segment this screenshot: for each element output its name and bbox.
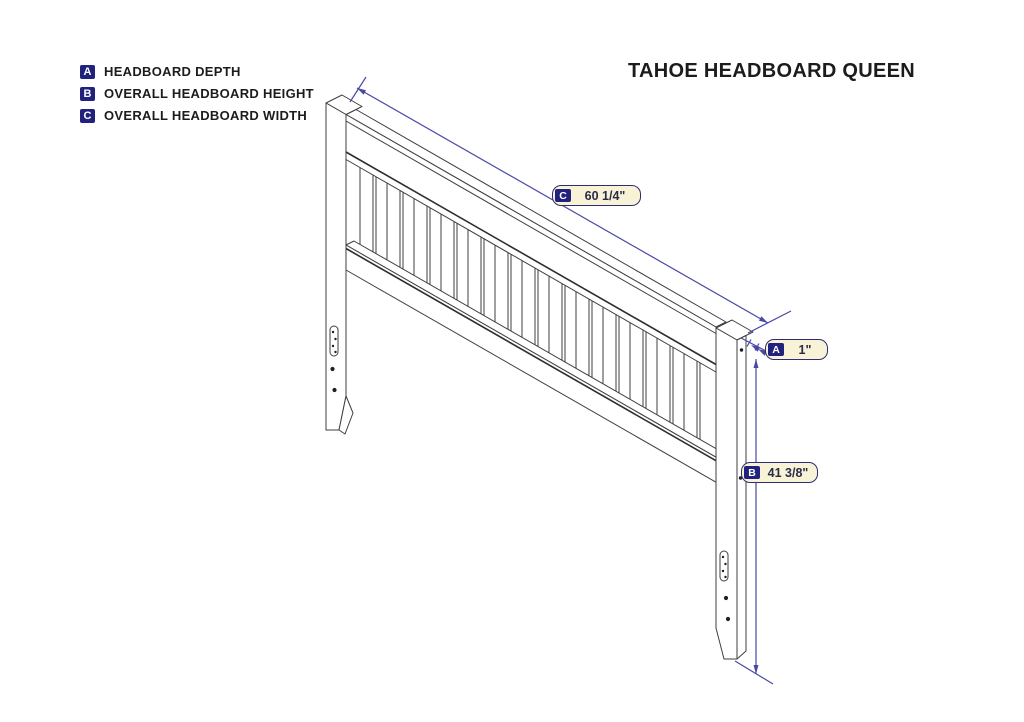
left-post-keyhole-slot — [329, 325, 339, 357]
right-post-side-hole-top — [739, 348, 744, 352]
dimension-label-c: C 60 1/4" — [552, 185, 641, 206]
dim-b-arrow-top — [753, 359, 759, 368]
legend-label-a: HEADBOARD DEPTH — [104, 64, 241, 79]
dim-badge-b: B — [744, 466, 760, 479]
dimension-b-height — [734, 359, 774, 685]
legend-item-b: B OVERALL HEADBOARD HEIGHT — [80, 86, 314, 101]
dimension-label-b: B 41 3/8" — [741, 462, 818, 483]
bottom-rail-shadow-line — [345, 247, 717, 462]
left-post-hole-upper — [330, 366, 335, 372]
dim-a-chevron-2 — [758, 349, 767, 356]
dimension-a-depth — [740, 337, 767, 356]
right-post-side-face — [736, 335, 747, 660]
top-rail-lip-line — [345, 151, 717, 366]
top-rail-chamfer-line — [345, 120, 717, 334]
dim-a-leader — [740, 337, 767, 352]
dim-c-arrow-end — [759, 316, 768, 323]
dim-a-tick-1 — [746, 339, 752, 347]
dim-value-b: 41 3/8" — [767, 465, 809, 480]
right-post-hole-upper — [723, 595, 729, 601]
right-post — [715, 319, 754, 660]
dimension-label-a: A 1" — [765, 339, 828, 360]
left-post-foot-chamfer — [338, 395, 354, 435]
dim-badge-a: A — [768, 343, 784, 356]
left-post-hole-lower — [332, 387, 337, 393]
dim-value-c: 60 1/4" — [584, 188, 626, 203]
dim-c-arrow-start — [357, 88, 366, 95]
dim-c-witness-right — [747, 310, 792, 334]
right-post-keyhole-slot — [719, 550, 729, 582]
dim-c-witness-left — [349, 76, 367, 103]
dim-value-a: 1" — [798, 342, 812, 357]
dim-a-chevron-1 — [751, 345, 760, 352]
legend: A HEADBOARD DEPTH B OVERALL HEADBOARD HE… — [80, 64, 314, 130]
dim-badge-c: C — [555, 189, 571, 202]
dim-b-arrow-bottom — [753, 665, 759, 674]
page-title: TAHOE HEADBOARD QUEEN — [628, 60, 916, 82]
legend-item-a: A HEADBOARD DEPTH — [80, 64, 314, 79]
legend-label-b: OVERALL HEADBOARD HEIGHT — [104, 86, 314, 101]
legend-item-c: C OVERALL HEADBOARD WIDTH — [80, 108, 314, 123]
right-post-hole-lower — [725, 616, 731, 622]
dim-b-witness-bottom — [734, 660, 774, 685]
left-post-front-face — [325, 102, 347, 431]
legend-badge-a: A — [80, 64, 95, 79]
right-post-front-face — [715, 327, 738, 660]
left-post — [325, 94, 363, 435]
legend-badge-c: C — [80, 108, 95, 123]
legend-badge-b: B — [80, 86, 95, 101]
legend-label-c: OVERALL HEADBOARD WIDTH — [104, 108, 308, 123]
